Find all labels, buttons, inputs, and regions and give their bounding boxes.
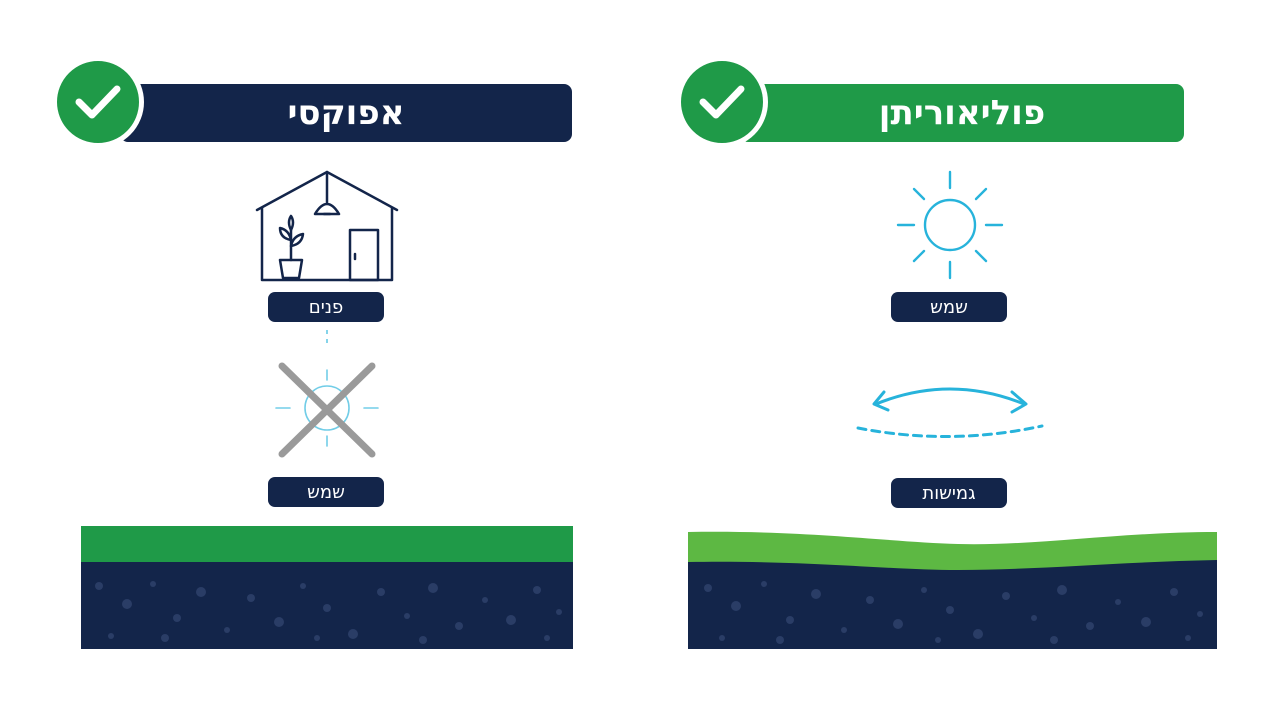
polyurethane-panel: פוליאוריתן שמש גמישות [640, 0, 1279, 720]
check-icon [699, 85, 745, 119]
polyurethane-floor-coating [688, 531, 1217, 649]
house-icon [255, 170, 399, 282]
epoxy-check-badge [52, 56, 144, 148]
polyurethane-check-badge [676, 56, 768, 148]
polyurethane-title: פוליאוריתן [878, 93, 1046, 133]
epoxy-floor-coating [81, 526, 573, 649]
epoxy-title-banner: אפוקסי [120, 84, 572, 142]
indoor-label: פנים [268, 292, 384, 322]
sun-icon [896, 170, 1004, 280]
sun-crossed-icon [275, 330, 379, 458]
epoxy-sun-label: שמש [268, 477, 384, 507]
flex-label: גמישות [891, 478, 1007, 508]
flex-arrow-icon [856, 387, 1044, 438]
check-icon [75, 85, 121, 119]
epoxy-title: אפוקסי [287, 93, 405, 133]
epoxy-panel: אפוקסי פנים [52, 56, 573, 649]
polyurethane-sun-label: שמש [891, 292, 1007, 322]
polyurethane-title-banner: פוליאוריתן [740, 84, 1184, 142]
